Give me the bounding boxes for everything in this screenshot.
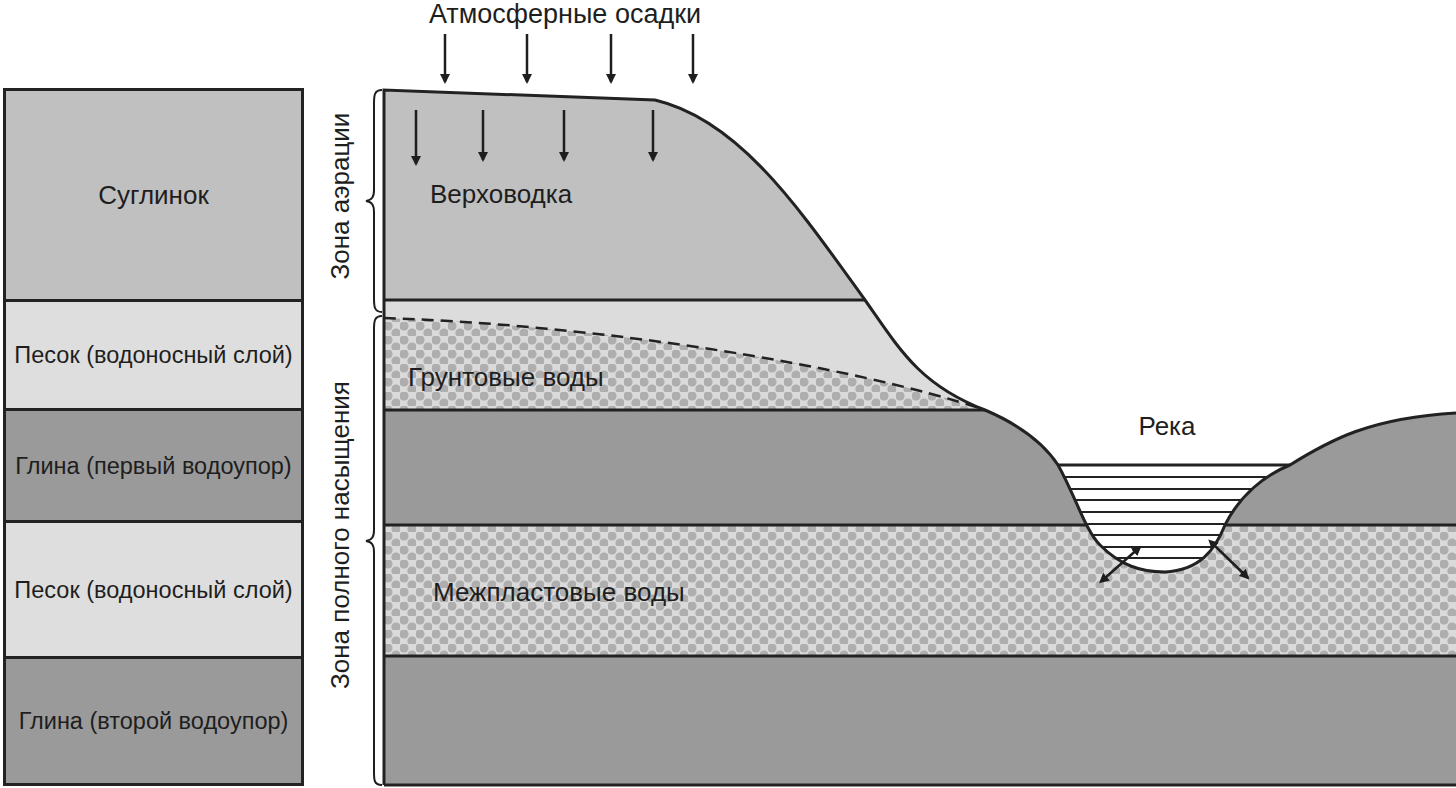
diagram-label: Атмосферные осадки [429,0,701,30]
layer-box: Песок (водоносный слой) [3,520,304,659]
diagram-label: Межпластовые воды [433,576,685,608]
layer-name: Песок (водоносный слой) [8,339,298,371]
diagram-label: Грунтовые воды [408,361,604,393]
layer-name: Песок (водоносный слой) [8,574,298,606]
precipitation-arrows [416,34,693,164]
diagram-label: Верховодка [430,178,572,210]
diagram-label: Река [1138,410,1195,442]
layer-box: Глина (второй водоупор) [3,656,304,786]
ground-outline [384,90,1456,785]
soil-layers [384,80,1456,786]
zone-braces [366,90,382,785]
layer-name: Глина (второй водоупор) [13,705,295,737]
layer-name: Суглинок [92,177,215,213]
zone-label: Зона аэрации [324,113,356,280]
layer-box: Песок (водоносный слой) [3,299,304,411]
seepage-arrows [1105,545,1248,578]
layer-box: Суглинок [3,88,304,302]
layer-box: Глина (первый водоупор) [3,408,304,523]
layer-name: Глина (первый водоупор) [9,450,297,482]
zone-label: Зона полного насыщения [324,381,356,689]
